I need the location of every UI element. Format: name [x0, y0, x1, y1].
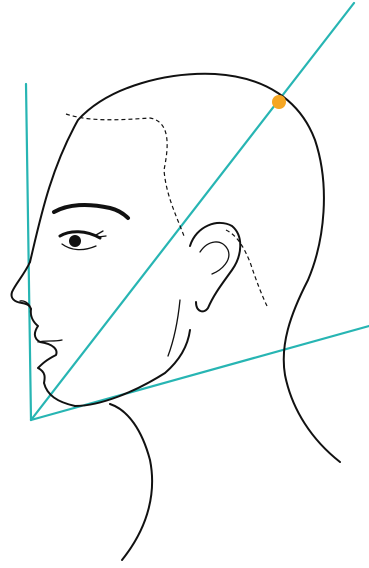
guide-lines [26, 3, 369, 420]
face-features [54, 205, 180, 356]
mouth-line [38, 340, 62, 342]
skull-outline [30, 74, 340, 462]
ear-outer [190, 223, 240, 311]
head-outline [11, 74, 340, 560]
vertical-guide-line [26, 84, 31, 420]
neck-front-outline [110, 404, 152, 560]
ear [190, 223, 240, 311]
upper-eyelid [60, 232, 100, 238]
cheekbone-line [168, 300, 180, 356]
diagonal-guide-line [31, 3, 354, 420]
crown-point-marker [272, 95, 286, 109]
eyebrow [54, 205, 128, 218]
ear-inner [200, 242, 229, 274]
hairline [66, 114, 268, 308]
eye-iris [69, 235, 81, 247]
